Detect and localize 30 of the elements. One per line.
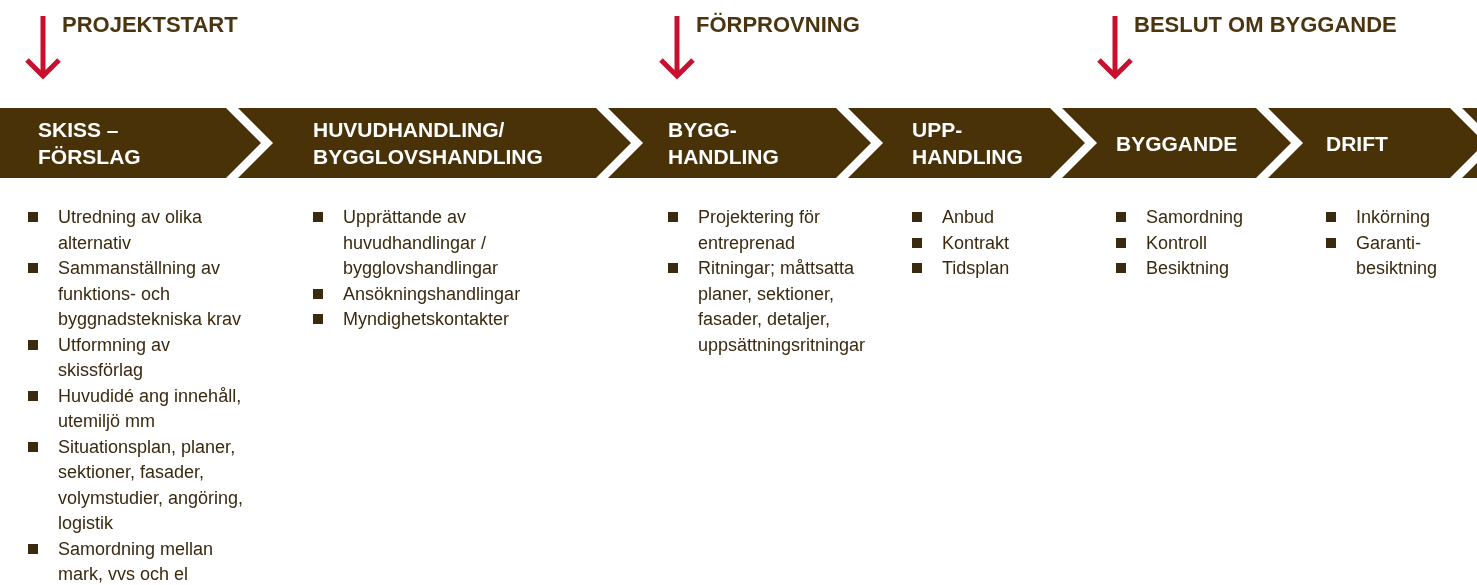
bullet-item: Utformning av skissförlag [28, 332, 250, 384]
milestone-label: BESLUT OM BYGGANDE [1134, 12, 1397, 38]
bullet-item: Sammanställning av funktions- och byggnadstekniska krav [28, 256, 250, 333]
bullet-item: Myndighetskontakter [313, 307, 553, 333]
milestone-label: FÖRPROVNING [696, 12, 860, 38]
phase-title: BYGG- HANDLING [668, 117, 778, 170]
phase-band [1268, 108, 1477, 178]
bullet-item: Besiktning [1116, 256, 1286, 282]
bullet-item: Huvudidé ang innehåll, utemiljö mm [28, 383, 250, 435]
phase-title: HUVUDHANDLING/ BYGGLOVSHANDLING [313, 117, 544, 170]
bullet-item: Upprättande av huvudhandlingar / bygglovshandlingar [313, 205, 553, 282]
bullet-item: Kontrakt [912, 230, 1072, 256]
bullet-item: Samordning [1116, 205, 1286, 231]
bullet-item: Ritningar; måttsatta planer, sektioner, fasader, detaljer, uppsättningsritningar [668, 256, 883, 358]
bullet-item: Ansökningshandlingar [313, 281, 553, 307]
bullet-item: Kontroll [1116, 230, 1286, 256]
phase-title: DRIFT [1326, 131, 1389, 157]
bullet-item: Anbud [912, 205, 1072, 231]
bullet-item: Utredning av olika alternativ [28, 205, 250, 256]
bullet-item: Garanti- besiktning [1326, 230, 1444, 282]
phase-title: SKISS – FÖRSLAG [38, 117, 142, 170]
bullet-item: Tidsplan [912, 256, 1072, 282]
phase-title: UPP- HANDLING [912, 117, 1024, 170]
bullet-item: Inkörning [1326, 205, 1444, 231]
bullet-item: Projektering för entreprenad [668, 205, 883, 256]
phase-band [0, 108, 261, 178]
bullet-item: Samordning mellan mark, vvs och el [28, 536, 250, 585]
phase-title: BYGGANDE [1116, 131, 1239, 157]
bullet-item: Situationsplan, planer, sektioner, fasader, volymstudier, angöring, logistik [28, 434, 250, 537]
milestone-label: PROJEKTSTART [62, 12, 238, 38]
